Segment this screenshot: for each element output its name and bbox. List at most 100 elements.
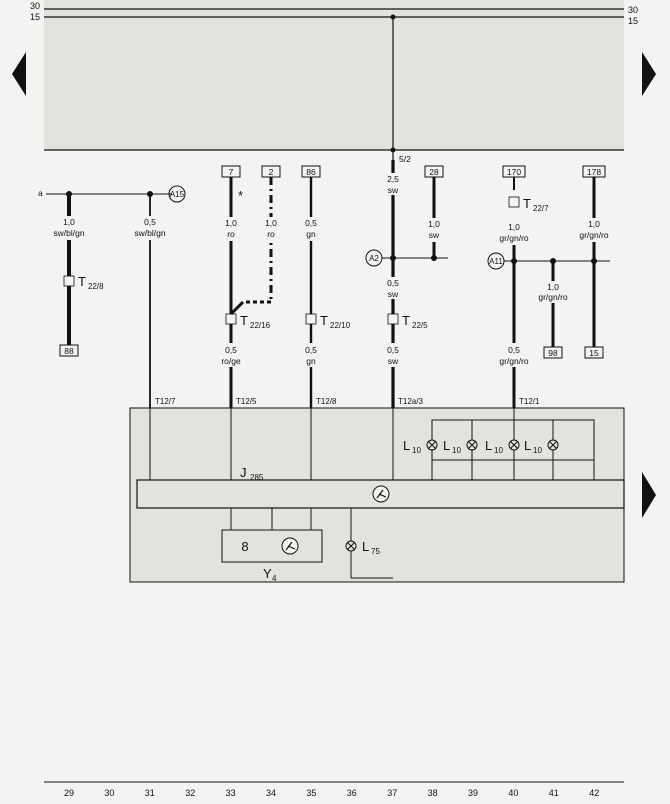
wire-40-color: gr/gn/ro (499, 233, 529, 243)
wire-31-color: sw/bl/gn (134, 228, 165, 238)
relay-panel (44, 0, 624, 150)
wire-38-color: sw (429, 230, 440, 240)
display-y4 (221, 529, 323, 563)
wire-37c-size: 0,5 (387, 345, 399, 355)
display-digit: 8 (241, 539, 248, 554)
wire-42-color: gr/gn/ro (579, 230, 609, 240)
column-number: 35 (306, 788, 316, 798)
pin-t12-8: T12/8 (316, 397, 337, 406)
page-next-arrow-bottom[interactable] (642, 472, 656, 518)
wire-33-size: 1,0 (225, 218, 237, 228)
lamp-l10-4-label: L (524, 438, 531, 453)
svg-text:88: 88 (64, 346, 74, 356)
wire-33b-size: 0,5 (225, 345, 237, 355)
svg-text:178: 178 (587, 167, 601, 177)
wire-37-size: 2,5 (387, 174, 399, 184)
page-prev-arrow[interactable] (12, 52, 26, 96)
wire-42-size: 1,0 (588, 219, 600, 229)
pin-t12-5: T12/5 (236, 397, 257, 406)
column-number: 33 (226, 788, 236, 798)
svg-text:T: T (78, 274, 86, 289)
svg-text:10: 10 (452, 446, 461, 455)
rail-30-label-right: 30 (628, 5, 638, 15)
lamp-l75-label: L (362, 539, 369, 554)
wire-35b-color: gn (306, 356, 316, 366)
svg-text:2: 2 (269, 167, 274, 177)
pin-t12-1: T12/1 (519, 397, 540, 406)
wire-40-size: 1,0 (508, 222, 520, 232)
wire-33-color: ro (227, 229, 235, 239)
svg-text:22/8: 22/8 (88, 282, 104, 291)
rail-junction (390, 14, 396, 20)
connector-t22-16 (225, 313, 237, 325)
gauge-symbol (372, 485, 390, 503)
svg-text:98: 98 (548, 348, 558, 358)
wire-37c-color: sw (388, 356, 399, 366)
wire-37b-size: 0,5 (387, 278, 399, 288)
wire-34-size: 1,0 (265, 218, 277, 228)
svg-text:15: 15 (589, 348, 599, 358)
pin-t12-7: T12/7 (155, 397, 176, 406)
column-number: 41 (549, 788, 559, 798)
rail-30-label-left: 30 (30, 1, 40, 11)
column-number: 37 (387, 788, 397, 798)
wire-37-color: sw (388, 185, 399, 195)
lamp-l10-1-label: L (403, 438, 410, 453)
svg-text:T: T (320, 313, 328, 328)
display-gauge-symbol (281, 537, 299, 555)
wire-34-color: ro (267, 229, 275, 239)
svg-text:4: 4 (272, 574, 277, 583)
svg-text:T: T (240, 313, 248, 328)
wire-40b-color: gr/gn/ro (499, 356, 529, 366)
svg-text:A2: A2 (369, 254, 379, 263)
svg-text:7: 7 (229, 167, 234, 177)
pin-t12a-3: T12a/3 (398, 397, 423, 406)
wire-35-color: gn (306, 229, 316, 239)
wire-38-size: 1,0 (428, 219, 440, 229)
rail-15-label-right: 15 (628, 16, 638, 26)
lamp-l10-3-label: L (485, 438, 492, 453)
branch-5-2-label: 5/2 (399, 154, 411, 164)
svg-text:T: T (523, 196, 531, 211)
svg-text:A11: A11 (489, 257, 503, 266)
lamp-l10-4 (547, 439, 559, 451)
svg-text:10: 10 (494, 446, 503, 455)
wire-41-size: 1,0 (547, 282, 559, 292)
rail-15-label-left: 15 (30, 12, 40, 22)
control-unit-label: J (240, 465, 247, 480)
wire-30-size: 1,0 (63, 217, 75, 227)
ground-ref-a15 (168, 185, 186, 203)
box-98 (543, 346, 563, 359)
wire-35b-size: 0,5 (305, 345, 317, 355)
svg-text:170: 170 (507, 167, 521, 177)
display-label: Y (263, 566, 272, 581)
lamp-l75 (345, 540, 357, 552)
wire-33b-color: ro/ge (221, 356, 241, 366)
connector-t22-7 (508, 196, 520, 208)
column-number: 36 (347, 788, 357, 798)
connector-t22-10 (305, 313, 317, 325)
svg-text:86: 86 (306, 167, 316, 177)
column-number: 42 (589, 788, 599, 798)
lamp-l10-1 (426, 439, 438, 451)
lamp-l10-2-label: L (443, 438, 450, 453)
svg-text:22/7: 22/7 (533, 204, 549, 213)
lamp-l10-2 (466, 439, 478, 451)
svg-text:10: 10 (412, 446, 421, 455)
wire-a-label: a (38, 188, 43, 198)
panel-junction (390, 147, 396, 153)
column-number: 31 (145, 788, 155, 798)
column-number: 40 (508, 788, 518, 798)
svg-text:10: 10 (533, 446, 542, 455)
box-15 (584, 346, 604, 359)
column-number: 39 (468, 788, 478, 798)
page-next-arrow-top[interactable] (642, 52, 656, 96)
wire-35-size: 0,5 (305, 218, 317, 228)
column-number: 34 (266, 788, 276, 798)
svg-text:75: 75 (371, 547, 380, 556)
control-unit-j285 (136, 479, 625, 509)
connector-t22-8 (63, 275, 75, 287)
wire-31-size: 0,5 (144, 217, 156, 227)
svg-text:22/5: 22/5 (412, 321, 428, 330)
